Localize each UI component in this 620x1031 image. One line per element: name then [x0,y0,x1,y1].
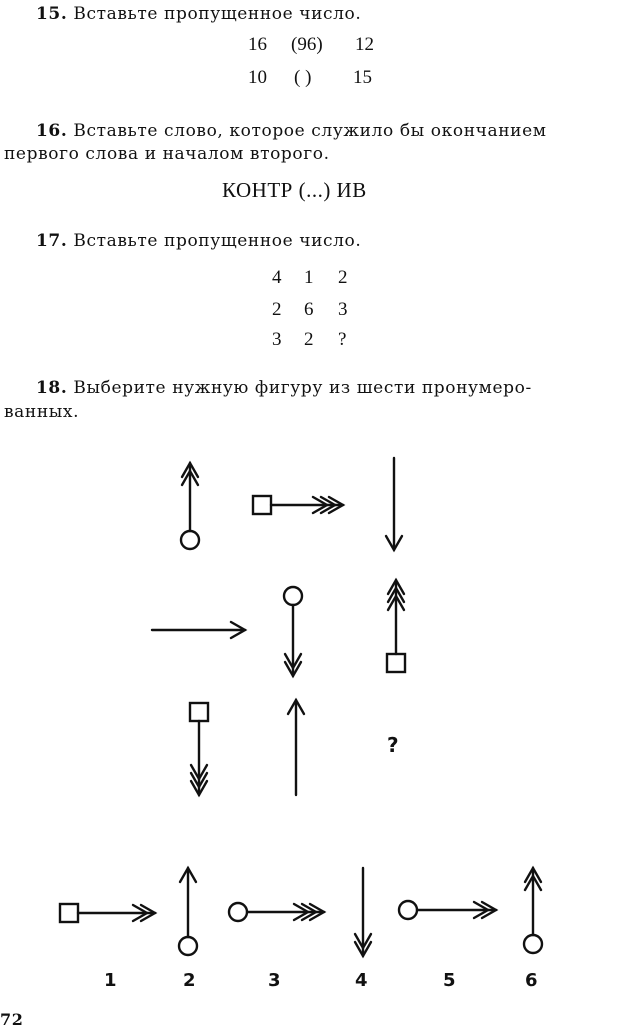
problem-17-heading: 17. Вставьте пропущенное число. [36,231,361,251]
circle-shape [522,933,544,955]
grid-cell: 3 [272,329,282,350]
option-label: 1 [104,970,117,991]
number-cell: 16 [248,34,267,55]
figure-r1c3 [384,456,404,553]
arrowhead-chevron [319,495,338,515]
number-cell: ( ) [294,67,312,88]
problem-text: Вставьте пропущенное число. [73,4,362,24]
arrowhead-chevron [178,865,198,884]
figure-r3c2 [286,697,306,797]
problem-text: Выберите нужную фигуру из шести пронумер… [73,378,532,398]
page-number: 72 [0,1010,24,1029]
arrowhead-chevron [189,763,209,782]
arrowhead-chevron [523,873,543,892]
problem-18-heading: 18. Выберите нужную фигуру из шести прон… [36,378,532,398]
circle-shape [282,585,304,607]
grid-cell: 4 [272,267,282,288]
option-2 [177,865,199,957]
arrowhead-chevron [189,771,209,790]
figure-r3c1 [188,701,210,798]
arrowhead-chevron [311,495,330,515]
option-6 [522,865,544,955]
problem-text: Вставьте слово, которое служило бы оконч… [73,121,547,141]
arrowhead-chevron [386,585,406,604]
arrowhead-chevron [283,660,303,679]
arrowhead-chevron [386,577,406,596]
problem-number: 16. [36,121,68,141]
arrowhead-chevron [308,902,327,922]
figure-r1c2 [251,494,346,516]
arrowhead-chevron [353,932,373,951]
option-label: 5 [443,970,456,991]
arrowhead-chevron [292,902,311,922]
problem-text: ванных. [4,402,80,422]
circle-shape [397,899,419,921]
option-5 [397,899,499,921]
arrowhead-chevron [286,697,306,716]
option-3 [227,901,327,923]
arrowhead-chevron [229,620,248,640]
arrowhead-chevron [472,900,491,920]
grid-cell: 3 [338,299,348,320]
circle-shape [227,901,249,923]
arrowhead-chevron [283,652,303,671]
problem-number: 18. [36,378,68,398]
square-shape [251,494,273,516]
grid-cell: 1 [304,267,314,288]
problem-16-heading: 16. Вставьте слово, которое служило бы о… [36,121,547,141]
number-cell: (96) [291,34,323,55]
arrowhead-chevron [180,460,200,479]
arrowhead-chevron [386,593,406,612]
number-cell: 12 [355,34,374,55]
grid-cell: 2 [272,299,282,320]
arrowhead-chevron [300,902,319,922]
problem-text: Вставьте пропущенное число. [73,231,362,251]
square-shape [188,701,210,723]
figure-r2c2 [282,585,304,679]
square-shape [58,902,80,924]
grid-cell: 2 [338,267,348,288]
arrowhead-chevron [139,903,158,923]
circle-shape [179,529,201,551]
square-shape [385,652,407,674]
missing-figure-mark: ? [387,733,399,757]
problem-number: 17. [36,231,68,251]
arrowhead-chevron [327,495,346,515]
problem-text: первого слова и началом второго. [4,144,330,164]
grid-cell: ? [338,329,347,350]
arrowhead-chevron [480,900,499,920]
grid-cell: 2 [304,329,314,350]
option-4 [353,866,373,959]
arrowhead-chevron [384,534,404,553]
arrowhead-chevron [189,779,209,798]
option-label: 4 [355,970,368,991]
figure-r2c3 [385,577,407,674]
number-cell: 15 [353,67,372,88]
number-cell: 10 [248,67,267,88]
problem-number: 15. [36,4,68,24]
arrowhead-chevron [131,903,150,923]
figure-r1c1 [179,460,201,551]
grid-cell: 6 [304,299,314,320]
circle-shape [177,935,199,957]
arrowhead-chevron [353,940,373,959]
option-1 [58,902,158,924]
arrowhead-chevron [523,865,543,884]
option-label: 6 [525,970,538,991]
figure-r2c1 [150,620,248,640]
word-puzzle: КОНТР (...) ИВ [222,178,367,202]
problem-15-heading: 15. Вставьте пропущенное число. [36,4,361,24]
option-label: 3 [268,970,281,991]
option-label: 2 [183,970,196,991]
arrowhead-chevron [180,468,200,487]
